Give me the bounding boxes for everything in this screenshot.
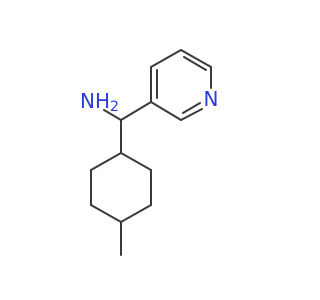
- bond-pyridine-6: [150, 101, 182, 121]
- bond-pyridine-5: [180, 108, 203, 121]
- pyridine-nitrogen-label: N: [204, 87, 219, 111]
- amine-label-text: NH: [80, 89, 110, 113]
- bond-pyridine-3: [180, 49, 212, 68]
- amine-label-subscript: 2: [110, 99, 119, 115]
- bond-cyclohexane-4: [90, 204, 122, 223]
- bond-cyclohexane-1: [120, 152, 152, 171]
- molecule-diagram: NH2 N: [80, 49, 219, 256]
- bond-pyridine-2: [150, 49, 182, 68]
- bond-pyridine-3-inner: [183, 56, 207, 71]
- amine-label: NH2: [80, 89, 119, 115]
- bond-cyclohexane-3: [120, 204, 152, 223]
- bond-c-n-amine: [103, 109, 122, 121]
- bond-c-pyridine: [120, 101, 152, 121]
- bond-cyclohexane-6: [90, 152, 122, 171]
- bond-pyridine-5-inner: [182, 102, 201, 114]
